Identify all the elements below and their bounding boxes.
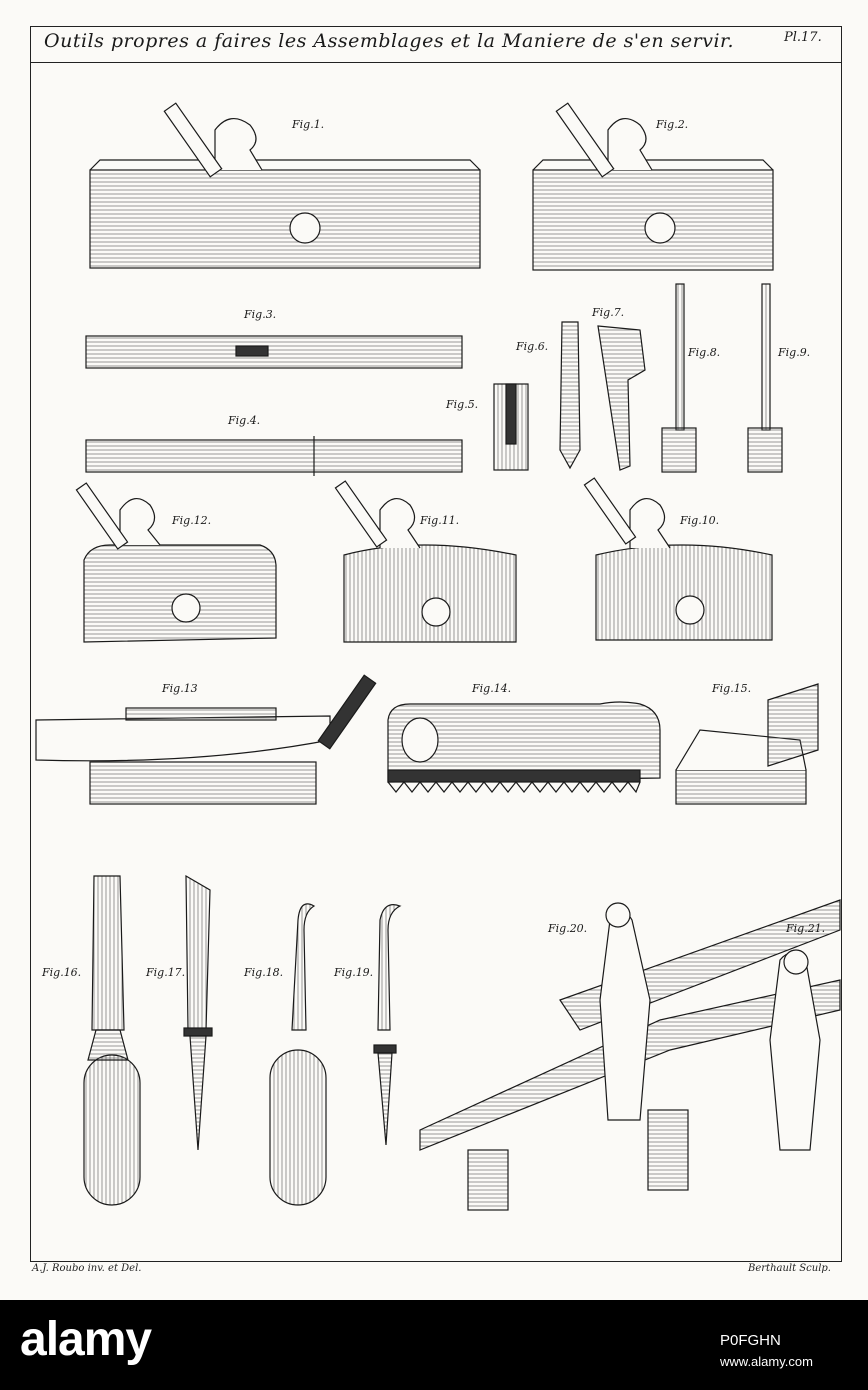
title-rule <box>30 62 842 63</box>
fig12-label: Fig.12. <box>172 514 212 527</box>
fig2-label: Fig.2. <box>656 118 689 131</box>
fig8-label: Fig.8. <box>688 346 721 359</box>
fig1-label: Fig.1. <box>292 118 325 131</box>
fig13-label: Fig.13 <box>162 682 198 695</box>
credit-right: Berthault Sculp. <box>748 1263 831 1274</box>
fig2-plane <box>532 102 774 271</box>
workshop-scene <box>419 899 841 1211</box>
watermark-band <box>0 1300 868 1390</box>
fig12-plane <box>75 482 277 643</box>
fig4-bar <box>85 436 463 476</box>
fig3-bar <box>85 335 463 369</box>
fig17-blade <box>183 874 213 1151</box>
fig17-label: Fig.17. <box>146 966 186 979</box>
fig1-plane <box>89 102 481 269</box>
fig20-label: Fig.20. <box>548 922 588 935</box>
fig6-label: Fig.6. <box>516 340 549 353</box>
fig14-saw <box>387 701 661 794</box>
watermark-logo: alamy <box>20 1313 152 1366</box>
plate-number: Pl.17. <box>784 30 822 45</box>
engraving-plate: Outils propres a faires les Assemblages … <box>30 26 842 1274</box>
fig16-chisel <box>83 875 141 1206</box>
fig15-box <box>675 683 819 805</box>
fig7-iron <box>597 325 646 471</box>
fig14-label: Fig.14. <box>472 682 512 695</box>
fig19-blade <box>373 904 402 1146</box>
fig18-label: Fig.18. <box>244 966 284 979</box>
fig16-label: Fig.16. <box>42 966 82 979</box>
fig6-iron <box>559 321 581 470</box>
fig19-label: Fig.19. <box>334 966 374 979</box>
fig7-label: Fig.7. <box>592 306 625 319</box>
fig11-plane <box>334 480 517 643</box>
plate-illustrations <box>35 102 841 1211</box>
fig5-label: Fig.5. <box>446 398 479 411</box>
fig9-tool <box>747 283 783 473</box>
fig10-label: Fig.10. <box>680 514 720 527</box>
plate-border <box>30 26 842 1262</box>
fig9-label: Fig.9. <box>778 346 811 359</box>
plate-title: Outils propres a faires les Assemblages … <box>44 30 735 52</box>
fig13-assembly <box>35 674 377 805</box>
fig3-label: Fig.3. <box>244 308 277 321</box>
fig5-block <box>493 383 529 471</box>
fig10-plane <box>583 477 773 641</box>
fig11-label: Fig.11. <box>420 514 460 527</box>
fig18-chisel <box>269 903 327 1206</box>
credit-left: A.J. Roubo inv. et Del. <box>32 1263 142 1274</box>
watermark-url: www.alamy.com <box>720 1354 813 1369</box>
fig4-label: Fig.4. <box>228 414 261 427</box>
watermark-image-code: P0FGHN <box>720 1332 781 1349</box>
fig15-label: Fig.15. <box>712 682 752 695</box>
fig21-label: Fig.21. <box>786 922 826 935</box>
fig8-tool <box>661 283 697 473</box>
